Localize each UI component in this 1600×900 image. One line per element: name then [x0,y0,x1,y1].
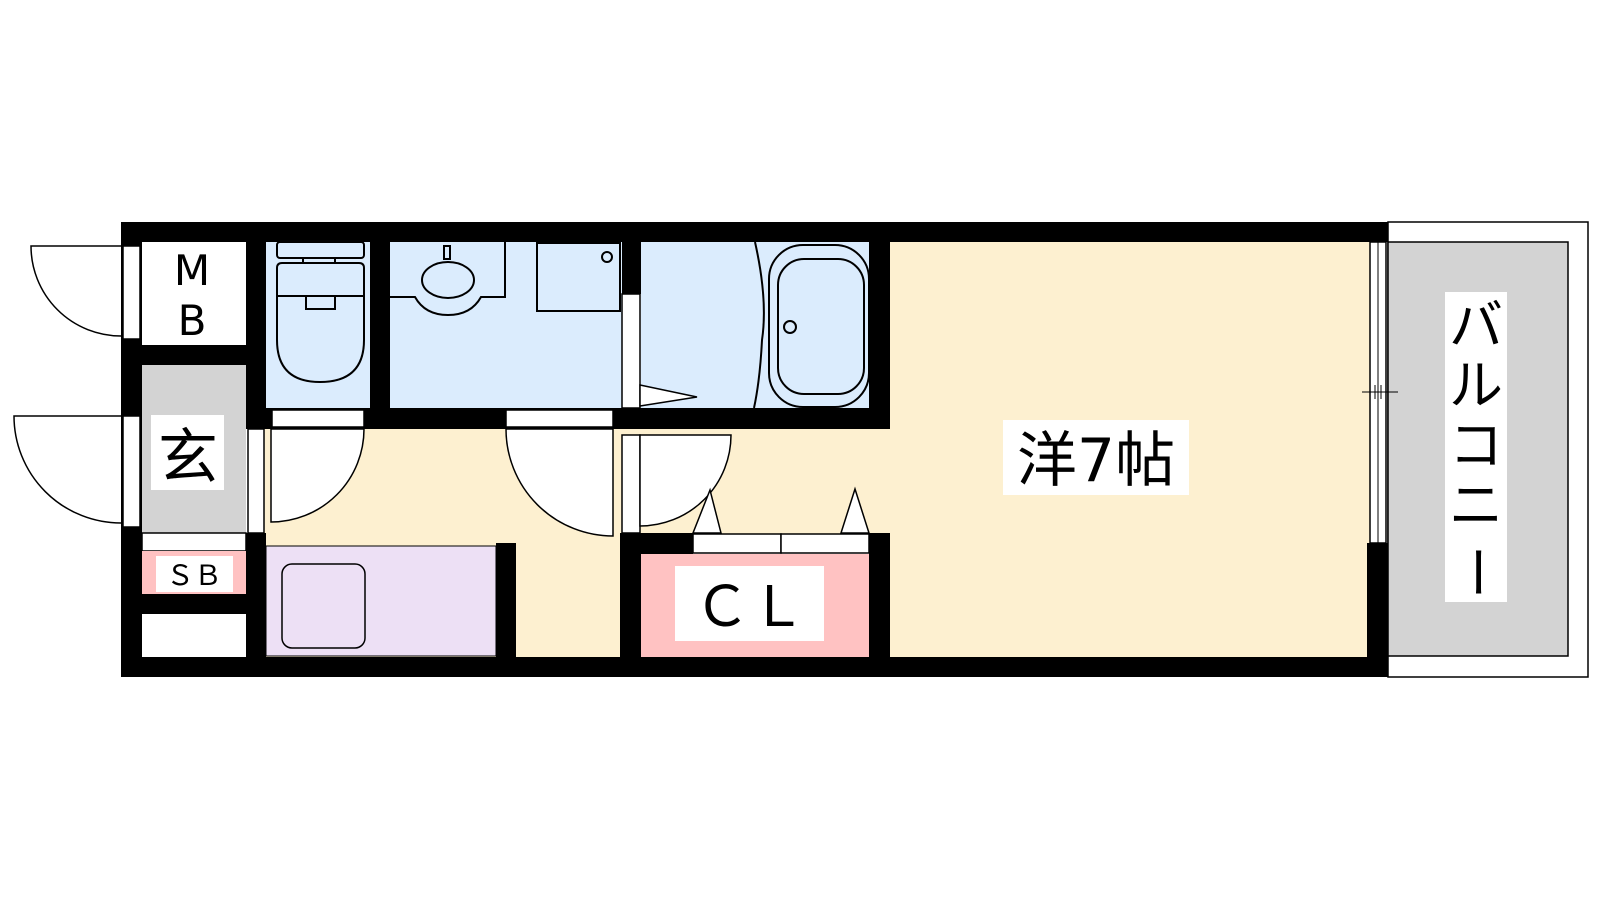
closet-door-right[interactable] [780,533,870,554]
bath-partition [621,293,641,409]
shoe-box-label: ＳＢ [166,559,222,592]
bath-divider [753,241,765,409]
balcony-label-char: ー [1445,545,1508,599]
washroom-door[interactable] [505,428,614,537]
closet-label: ＣＬ [694,575,806,640]
meter-box-door[interactable] [30,245,122,337]
fridge-icon [281,563,366,649]
washroom-door-frame [505,409,614,428]
closet-door-left[interactable] [692,533,782,554]
shoe-box-top [141,532,247,552]
western-room-label: 洋7帖 [1017,426,1175,496]
bath-door-fold [639,384,698,407]
bathroom-floor [641,242,869,408]
washer-pan-icon [536,242,621,312]
room-door-frame [621,434,641,534]
laundry-space [265,545,497,657]
toilet-floor [266,242,370,408]
closet-pull-icon [691,487,722,534]
bathtub-drain-icon [783,320,797,334]
drain-icon [601,251,613,263]
faucet-icon [443,245,451,260]
toilet-door-frame [271,409,365,428]
room-door[interactable] [639,434,732,527]
balcony-label-char: ニ [1449,474,1503,537]
closet-pull-icon [839,486,871,534]
vanity-counter-icon [390,242,506,317]
toilet-tank-icon [276,241,365,259]
meter-box-label-2: B [178,296,207,345]
meter-box [142,242,246,345]
toilet-bowl-icon [276,258,365,384]
balcony-label: バ ル コ ニ ー [1445,294,1508,599]
small-storage [142,614,246,656]
balcony-label-char: バ [1449,294,1503,357]
sink-icon [421,261,475,299]
bathtub-icon [768,244,870,408]
entrance-door-frame [122,415,141,528]
entrance-label: 玄 [158,423,218,493]
meter-box-label: M [174,246,210,295]
meter-box-door-frame [122,245,141,340]
bathtub-inner [777,258,865,395]
entrance-hall-step [247,428,265,534]
entrance-door[interactable] [13,415,122,524]
balcony-label-char: コ [1449,414,1503,477]
toilet-door[interactable] [270,428,365,523]
balcony-label-char: ル [1449,354,1503,417]
